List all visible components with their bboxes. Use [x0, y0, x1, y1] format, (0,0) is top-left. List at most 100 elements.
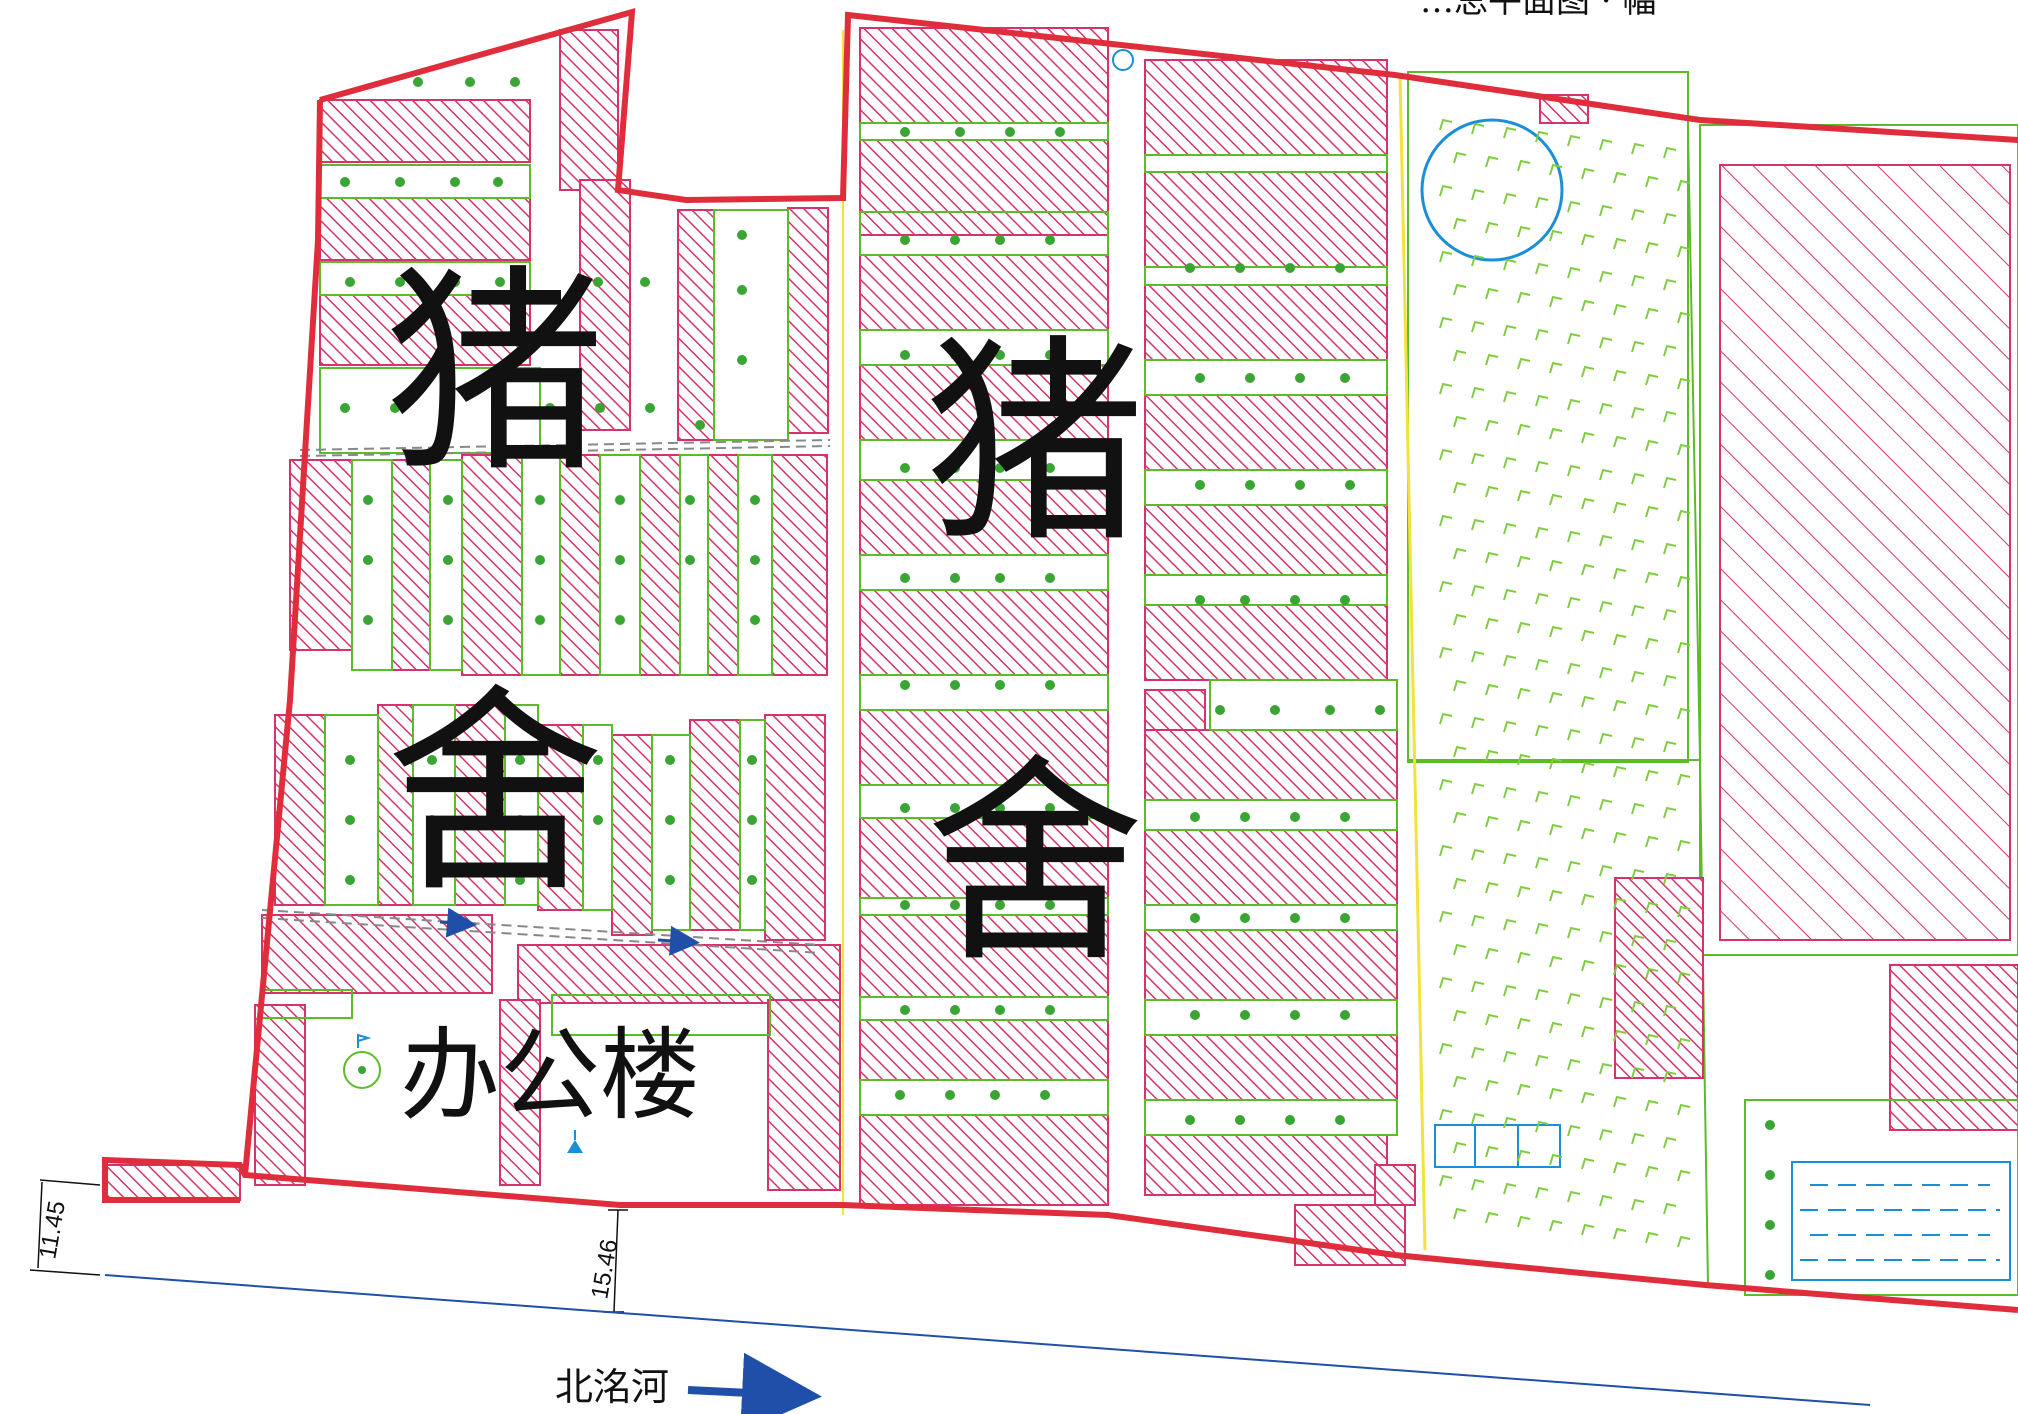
tree-dot: [1765, 1120, 1775, 1130]
tree-dot: [443, 555, 453, 565]
tree-dot: [695, 420, 705, 430]
grass-mark: [1471, 650, 1485, 663]
tree-dot: [427, 755, 437, 765]
grass-mark: [1599, 204, 1613, 217]
grass-mark: [1453, 151, 1467, 164]
tree-dot: [1290, 913, 1300, 923]
tree-dot: [495, 403, 505, 413]
tree-dot: [1195, 480, 1205, 490]
grass-mark: [1567, 1058, 1581, 1071]
tree-dot: [1045, 680, 1055, 690]
tree-dot: [1240, 595, 1250, 605]
grass-mark: [1677, 1169, 1691, 1182]
river-line: [104, 1274, 1871, 1406]
grass-mark: [1439, 910, 1453, 923]
dimension-left: 11.45: [34, 1199, 71, 1261]
tree-dot: [995, 680, 1005, 690]
tree-dot: [950, 573, 960, 583]
tree-dot: [1045, 1005, 1055, 1015]
grass-mark: [1613, 171, 1627, 184]
grass-mark: [1599, 270, 1613, 283]
tree-dot: [593, 755, 603, 765]
grass-mark: [1645, 1099, 1659, 1112]
grass-mark: [1645, 241, 1659, 254]
tree-dot: [950, 235, 960, 245]
grass-mark: [1613, 765, 1627, 778]
tree-dot: [1765, 1270, 1775, 1280]
tree-dot: [950, 1005, 960, 1015]
grass-mark: [1645, 1165, 1659, 1178]
grass-mark: [1535, 460, 1549, 473]
grass-mark: [1613, 699, 1627, 712]
grass-mark: [1663, 542, 1677, 555]
grass-mark: [1517, 1083, 1531, 1096]
grass-mark: [1535, 130, 1549, 143]
tree-dot: [990, 1090, 1000, 1100]
grass-mark: [1517, 885, 1531, 898]
grass-mark: [1549, 691, 1563, 704]
tree-dot: [345, 815, 355, 825]
grass-mark: [1613, 1029, 1627, 1042]
grass-mark: [1599, 666, 1613, 679]
grass-mark: [1471, 1046, 1485, 1059]
tree-dot: [895, 1090, 905, 1100]
tree-dot: [1185, 263, 1195, 273]
tree-dot: [1765, 1170, 1775, 1180]
grass-mark: [1517, 489, 1531, 502]
grass-mark: [1503, 786, 1517, 799]
grass-mark: [1549, 955, 1563, 968]
tree-dot: [950, 463, 960, 473]
grass-mark: [1517, 1215, 1531, 1228]
grass-mark: [1677, 509, 1691, 522]
grass-mark: [1567, 398, 1581, 411]
grass-mark: [1631, 1066, 1645, 1079]
grass-mark: [1567, 728, 1581, 741]
tree-dot: [1245, 373, 1255, 383]
grass-mark: [1645, 571, 1659, 584]
tree-dot: [950, 803, 960, 813]
grass-mark: [1453, 1075, 1467, 1088]
grass-mark: [1663, 938, 1677, 951]
grass-mark: [1613, 963, 1627, 976]
grass-mark: [1453, 811, 1467, 824]
grass-mark: [1453, 613, 1467, 626]
grass-mark: [1549, 625, 1563, 638]
tree-dot: [950, 680, 960, 690]
tree-dot: [390, 403, 400, 413]
tree-dot: [1285, 263, 1295, 273]
tree-dot: [340, 177, 350, 187]
grass-mark: [1503, 390, 1517, 403]
grass-mark: [1439, 580, 1453, 593]
grass-mark: [1503, 1116, 1517, 1129]
grass-mark: [1471, 716, 1485, 729]
grass-mark: [1453, 547, 1467, 560]
grass-mark: [1567, 464, 1581, 477]
grass-mark: [1567, 266, 1581, 279]
grass-mark: [1471, 980, 1485, 993]
grass-mark: [1453, 877, 1467, 890]
tree-dot: [1270, 705, 1280, 715]
grass-mark: [1599, 732, 1613, 745]
tree-dot: [900, 803, 910, 813]
tree-dot: [995, 573, 1005, 583]
grass-mark: [1677, 311, 1691, 324]
tree-dot: [1190, 1010, 1200, 1020]
tree-dot: [1290, 1010, 1300, 1020]
grass-mark: [1503, 522, 1517, 535]
grass-mark: [1677, 179, 1691, 192]
grass-mark: [1503, 918, 1517, 931]
grass-mark: [1453, 349, 1467, 362]
grass-mark: [1549, 757, 1563, 770]
tree-dot: [737, 285, 747, 295]
grass-mark: [1439, 844, 1453, 857]
tree-dot: [1045, 803, 1055, 813]
grass-mark: [1567, 992, 1581, 1005]
grass-mark: [1485, 1013, 1499, 1026]
office-label: 办公楼: [400, 1017, 700, 1134]
grass-mark: [1485, 353, 1499, 366]
grass-mark: [1567, 860, 1581, 873]
grass-mark: [1535, 790, 1549, 803]
grass-mark: [1663, 1136, 1677, 1149]
grass-mark: [1517, 423, 1531, 436]
grass-mark: [1439, 316, 1453, 329]
